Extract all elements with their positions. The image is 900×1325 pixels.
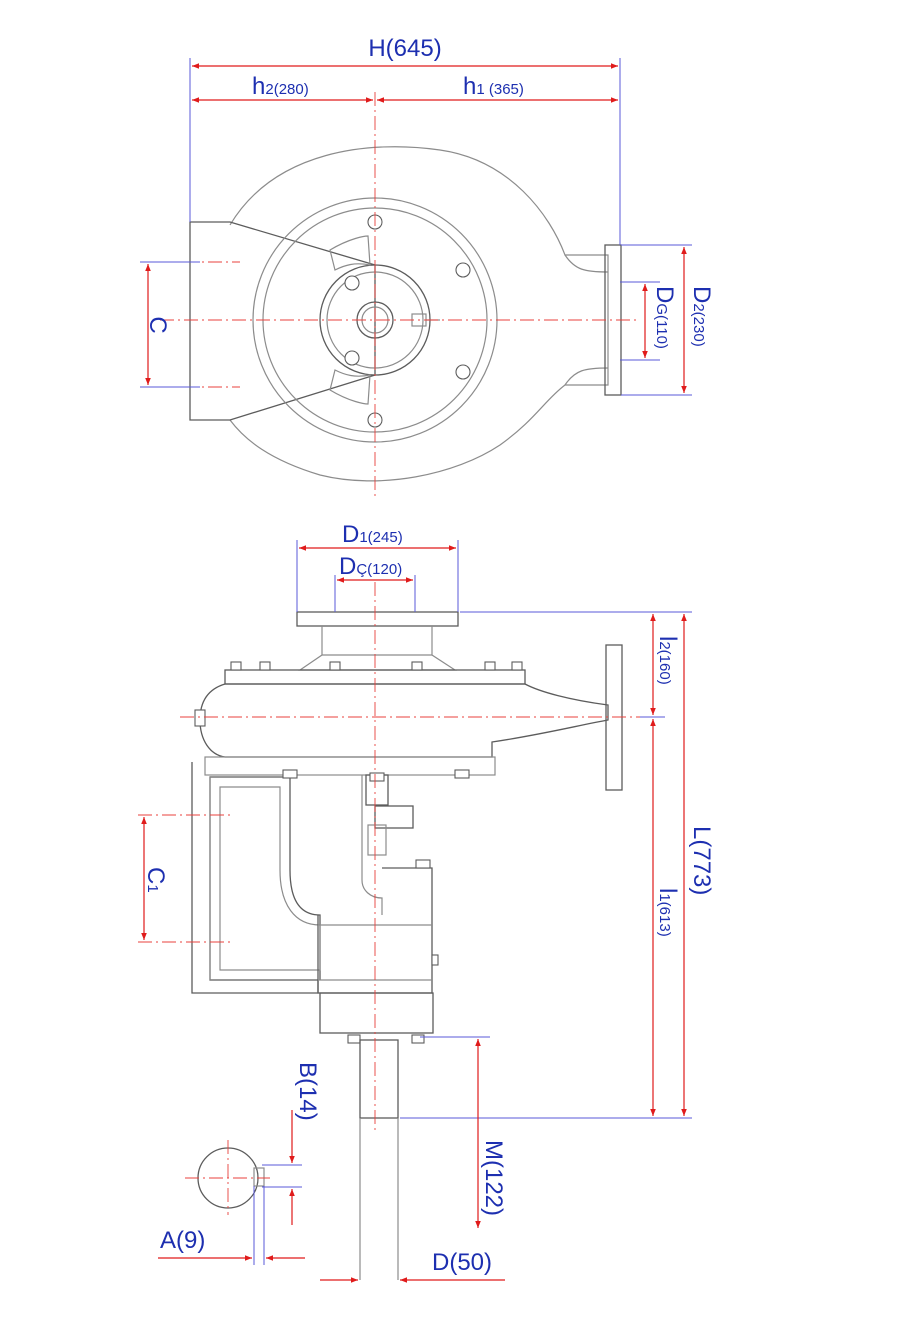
key-section <box>253 1167 265 1187</box>
flange-adapter <box>298 626 458 671</box>
label-H: H(645) <box>368 35 441 62</box>
volute-body-side <box>199 683 609 758</box>
label-L: L(773) <box>688 826 715 895</box>
shaft-guard-line <box>361 775 383 915</box>
volute-casing <box>229 146 609 482</box>
label-M: M(122) <box>480 1140 507 1216</box>
output-shaft <box>359 1039 399 1119</box>
inlet-funnel <box>189 221 376 421</box>
label-A: A(9) <box>160 1227 205 1254</box>
bracket-arc-bottom <box>329 369 371 405</box>
shaft-section <box>185 1140 270 1215</box>
grease-nipple <box>431 954 439 966</box>
bracket-arc-top <box>329 235 371 271</box>
bracket-plate <box>204 756 496 776</box>
side-dimensions <box>141 540 692 1283</box>
support-frame <box>191 762 321 994</box>
label-l1: l1(613) <box>654 888 681 937</box>
top-view <box>160 92 640 500</box>
volute-inner <box>564 254 609 386</box>
label-DG: DG(110) <box>651 286 678 349</box>
label-C1: C1 <box>142 867 169 893</box>
label-D1: D1(245) <box>342 521 403 548</box>
label-D: D(50) <box>432 1249 492 1276</box>
coupling-lower <box>367 824 387 856</box>
label-C: C <box>144 316 171 333</box>
label-DC: DÇ(120) <box>339 553 402 580</box>
labels: H(645) h2(280) h1 (365) C DG(110) D2(230… <box>142 35 715 1276</box>
support-frame-inner <box>209 777 321 980</box>
lower-bearing-cap <box>319 992 434 1034</box>
plate-bolts <box>230 661 523 671</box>
discharge-flange-side <box>605 644 623 791</box>
top-dimensions <box>140 58 692 396</box>
motor-top-flange <box>296 611 459 627</box>
label-B: B(14) <box>294 1062 321 1121</box>
side-view <box>138 582 640 1280</box>
drain-plug <box>194 709 206 727</box>
label-l2: l2(160) <box>654 636 681 685</box>
label-D2: D2(230) <box>688 286 715 347</box>
flange-bolts <box>344 214 471 428</box>
label-h2: h2(280) <box>252 73 309 100</box>
label-h1: h1 (365) <box>463 73 524 100</box>
